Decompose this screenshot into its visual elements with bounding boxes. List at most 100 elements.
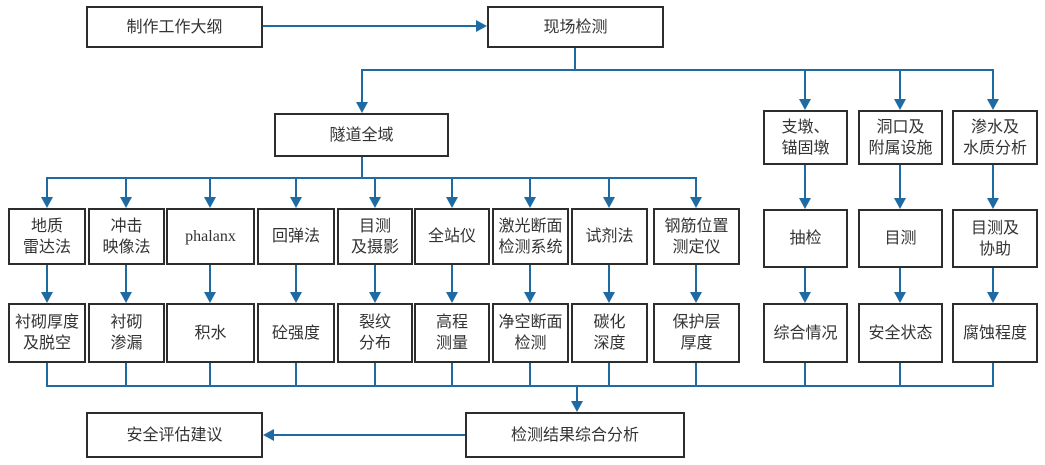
node-method-visual: 目测 <box>858 209 943 268</box>
connector-line <box>209 178 211 197</box>
node-safety-evaluation: 安全评估建议 <box>86 412 263 458</box>
connector-line <box>374 265 376 292</box>
connector-line <box>209 265 211 292</box>
connector-line <box>46 385 994 387</box>
node-method-total-station: 全站仪 <box>414 208 490 265</box>
connector-arrowhead <box>799 292 811 303</box>
node-result-water: 积水 <box>166 303 255 363</box>
connector-arrowhead <box>369 292 381 303</box>
node-seepage-water: 渗水及 水质分析 <box>952 110 1038 165</box>
connector-arrowhead <box>894 99 906 110</box>
connector-line <box>295 363 297 386</box>
connector-line <box>529 363 531 386</box>
node-method-reagent: 试剂法 <box>571 208 648 265</box>
connector-arrowhead <box>120 197 132 208</box>
connector-line <box>361 157 363 178</box>
connector-arrowhead <box>290 292 302 303</box>
connector-arrowhead <box>369 197 381 208</box>
connector-arrowhead <box>799 198 811 209</box>
connector-arrowhead <box>41 197 53 208</box>
connector-line <box>374 178 376 197</box>
connector-line <box>46 178 48 197</box>
node-method-visual-photo: 目测 及摄影 <box>337 208 413 265</box>
node-plan-outline: 制作工作大纲 <box>86 6 263 48</box>
connector-line <box>46 177 697 179</box>
connector-line <box>451 178 453 197</box>
connector-line <box>529 265 531 292</box>
connector-line <box>295 265 297 292</box>
connector-arrowhead <box>446 292 458 303</box>
connector-line <box>451 363 453 386</box>
connector-line <box>46 363 48 386</box>
connector-line <box>804 363 806 386</box>
connector-line <box>804 70 806 100</box>
node-portal-facilities: 洞口及 附属设施 <box>858 110 943 165</box>
connector-arrowhead <box>524 292 536 303</box>
connector-line <box>608 265 610 292</box>
node-result-cover-thickness: 保护层 厚度 <box>653 303 740 363</box>
connector-line <box>608 178 610 197</box>
connector-line <box>608 363 610 386</box>
connector-arrowhead <box>204 197 216 208</box>
node-result-safety-status: 安全状态 <box>858 303 943 363</box>
connector-arrowhead <box>476 20 487 32</box>
node-tunnel-domain: 隧道全域 <box>274 113 449 157</box>
connector-line <box>899 268 901 292</box>
connector-line <box>695 265 697 292</box>
node-comprehensive-analysis: 检测结果综合分析 <box>465 412 685 458</box>
connector-arrowhead <box>987 198 999 209</box>
connector-line <box>209 363 211 386</box>
connector-line <box>46 265 48 292</box>
connector-line <box>899 165 901 198</box>
node-buttress-anchor: 支墩、 锚固墩 <box>763 110 848 165</box>
node-method-visual-assist: 目测及 协助 <box>952 209 1038 268</box>
connector-line <box>125 363 127 386</box>
connector-line <box>295 178 297 197</box>
connector-arrowhead <box>290 197 302 208</box>
node-result-clearance-section: 净空断面 检测 <box>492 303 569 363</box>
connector-line <box>125 178 127 197</box>
connector-line <box>374 363 376 386</box>
connector-line <box>529 178 531 197</box>
connector-line <box>576 386 578 401</box>
connector-line <box>361 70 363 103</box>
connector-arrowhead <box>603 197 615 208</box>
connector-arrowhead <box>799 99 811 110</box>
connector-arrowhead <box>571 401 583 412</box>
connector-line <box>361 69 994 71</box>
connector-line <box>992 70 994 100</box>
node-method-laser-section: 激光断面 检测系统 <box>492 208 569 265</box>
connector-line <box>695 363 697 386</box>
node-result-carbonation-depth: 碳化 深度 <box>571 303 648 363</box>
node-result-concrete-strength: 砼强度 <box>257 303 335 363</box>
connector-arrowhead <box>987 99 999 110</box>
connector-line <box>804 165 806 198</box>
connector-line <box>574 48 576 70</box>
connector-arrowhead <box>120 292 132 303</box>
connector-arrowhead <box>446 197 458 208</box>
node-method-geo-radar: 地质 雷达法 <box>8 208 86 265</box>
node-result-lining-thickness: 衬砌厚度 及脱空 <box>8 303 86 363</box>
connector-line <box>125 265 127 292</box>
node-result-crack-distribution: 裂纹 分布 <box>337 303 413 363</box>
connector-arrowhead <box>524 197 536 208</box>
node-method-rebar-locator: 钢筋位置 测定仪 <box>653 208 740 265</box>
node-method-phalanx: phalanx <box>166 208 255 265</box>
connector-line <box>899 70 901 100</box>
connector-line <box>263 25 477 27</box>
connector-arrowhead <box>603 292 615 303</box>
node-method-sampling: 抽检 <box>763 209 848 268</box>
connector-arrowhead <box>356 102 368 113</box>
node-site-inspection: 现场检测 <box>487 6 664 48</box>
connector-arrowhead <box>204 292 216 303</box>
node-result-corrosion-degree: 腐蚀程度 <box>952 303 1038 363</box>
connector-line <box>804 268 806 292</box>
node-result-elevation-survey: 高程 测量 <box>414 303 490 363</box>
connector-arrowhead <box>263 429 274 441</box>
connector-line <box>899 363 901 386</box>
node-method-rebound: 回弹法 <box>257 208 335 265</box>
connector-line <box>992 165 994 198</box>
connector-arrowhead <box>987 292 999 303</box>
connector-line <box>695 178 697 197</box>
